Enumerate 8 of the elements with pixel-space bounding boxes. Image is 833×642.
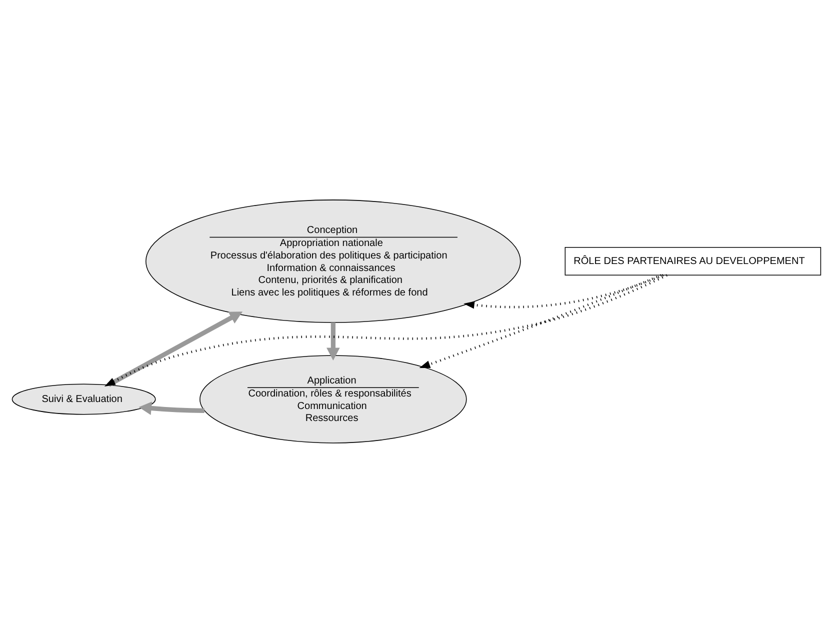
- node-ellipse: Application Coordination, rôles & responsabilités Communication Ressources: [200, 354, 467, 443]
- arrow: [108, 311, 243, 386]
- arrow: [464, 274, 664, 308]
- arrow: [326, 322, 340, 360]
- node-box: RÔLE DES PARTENAIRES AU DEVELOPPEMENT: [564, 246, 822, 276]
- arrow: [138, 401, 204, 414]
- arrow: [419, 274, 662, 368]
- arrow: [104, 274, 668, 386]
